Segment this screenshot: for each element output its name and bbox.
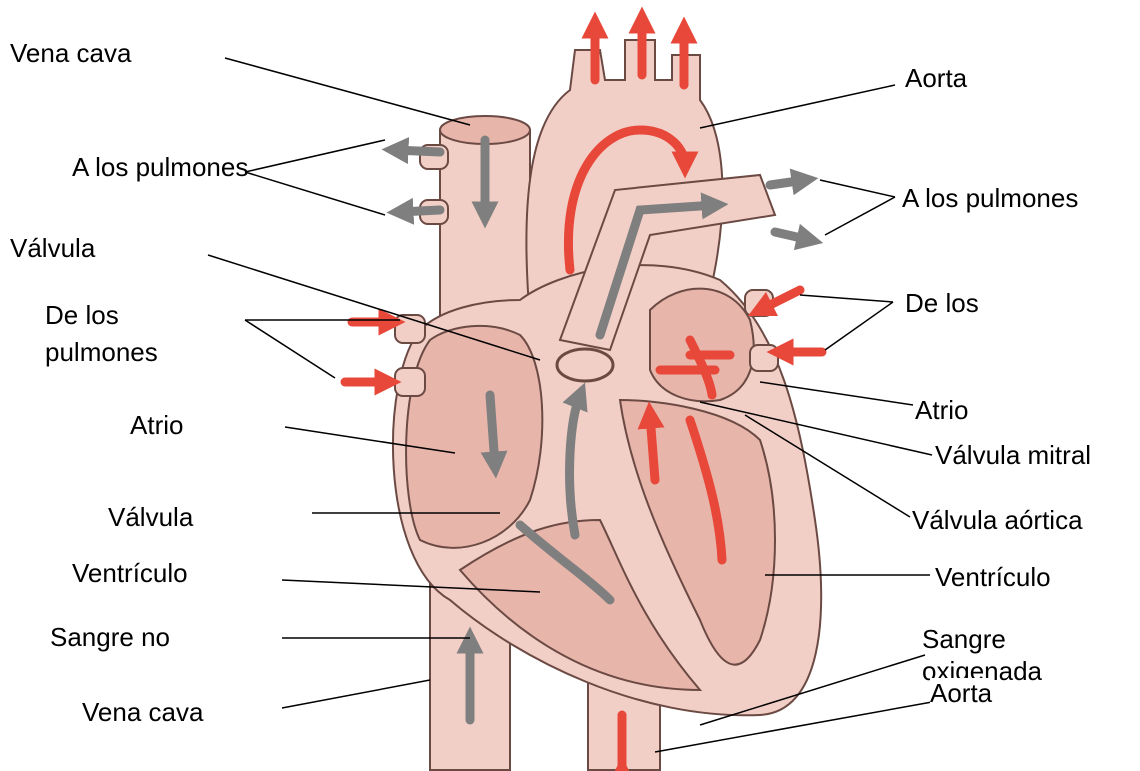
label-vena-cava-bottom: Vena cava xyxy=(82,697,203,727)
label-aorta-top: Aorta xyxy=(905,63,967,93)
label-ventriculo-left: Ventrículo xyxy=(72,558,188,588)
label-aorta-bottom: Aorta xyxy=(930,678,992,708)
left-atrium xyxy=(650,289,754,402)
label-atrio-right: Atrio xyxy=(915,395,968,425)
label-sangre-oxigenada-line1: Sangre xyxy=(922,624,1006,654)
label-sangre-no: Sangre no xyxy=(50,622,170,652)
label-valvula-mitral: Válvula mitral xyxy=(935,440,1091,470)
label-valvula-left: Válvula xyxy=(108,502,193,532)
label-ventriculo-right: Ventrículo xyxy=(935,562,1051,592)
label-valvula-aortica: Válvula aórtica xyxy=(912,505,1083,535)
right-atrium xyxy=(406,326,542,548)
label-de-los-right: De los xyxy=(905,288,979,318)
label-vena-cava-top: Vena cava xyxy=(10,38,131,68)
label-atrio-left: Atrio xyxy=(130,410,183,440)
label-de-los-pulmones-line2: pulmones xyxy=(45,337,158,367)
pulmonary-valve-ring xyxy=(557,349,613,381)
label-valvula-top-left: Válvula xyxy=(10,233,95,263)
label-a-los-pulmones-left: A los pulmones xyxy=(72,152,248,182)
label-de-los-pulmones-line1: De los xyxy=(45,300,119,330)
label-a-los-pulmones-right: A los pulmones xyxy=(902,183,1078,213)
